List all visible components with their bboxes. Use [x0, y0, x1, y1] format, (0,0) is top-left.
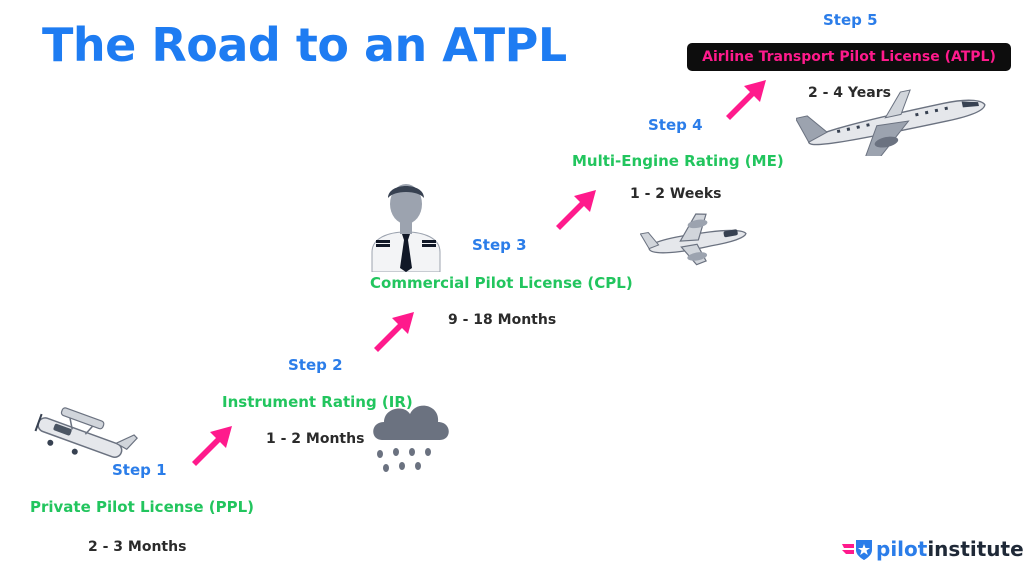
pilot-icon: [371, 184, 441, 272]
airliner-icon: [796, 89, 986, 156]
logo-text-pilot: pilot: [876, 537, 928, 561]
twin-engine-plane-icon: [640, 213, 747, 266]
wing-badge-icon: [842, 540, 872, 560]
arrow-icon: [726, 80, 766, 120]
page-title: The Road to an ATPL: [42, 18, 567, 72]
step-5-duration: 2 - 4 Years: [808, 85, 891, 101]
rain-cloud-icon: [373, 405, 449, 472]
step-2-label: Step 2: [288, 356, 343, 374]
step-4-label: Step 4: [648, 116, 703, 134]
step-3-label: Step 3: [472, 236, 527, 254]
step-5-label: Step 5: [823, 11, 878, 29]
step-2-license: Instrument Rating (IR): [222, 393, 413, 411]
step-3-duration: 9 - 18 Months: [448, 312, 557, 328]
arrow-icon: [192, 426, 232, 466]
step-3-license: Commercial Pilot License (CPL): [370, 274, 633, 292]
step-5-license: Airline Transport Pilot License (ATPL): [702, 49, 996, 65]
pilot-institute-logo: pilotinstitute: [842, 536, 1024, 562]
step-4-duration: 1 - 2 Weeks: [630, 186, 722, 202]
atpl-box: Airline Transport Pilot License (ATPL): [687, 43, 1011, 71]
step-4-license: Multi-Engine Rating (ME): [572, 152, 784, 170]
logo-text-institute: institute: [927, 537, 1024, 561]
step-2-duration: 1 - 2 Months: [266, 431, 365, 447]
arrow-icon: [374, 312, 414, 352]
step-1-duration: 2 - 3 Months: [88, 539, 187, 555]
step-1-license: Private Pilot License (PPL): [30, 498, 254, 516]
step-1-label: Step 1: [112, 461, 167, 479]
small-plane-icon: [34, 407, 138, 458]
arrow-icon: [556, 190, 596, 230]
